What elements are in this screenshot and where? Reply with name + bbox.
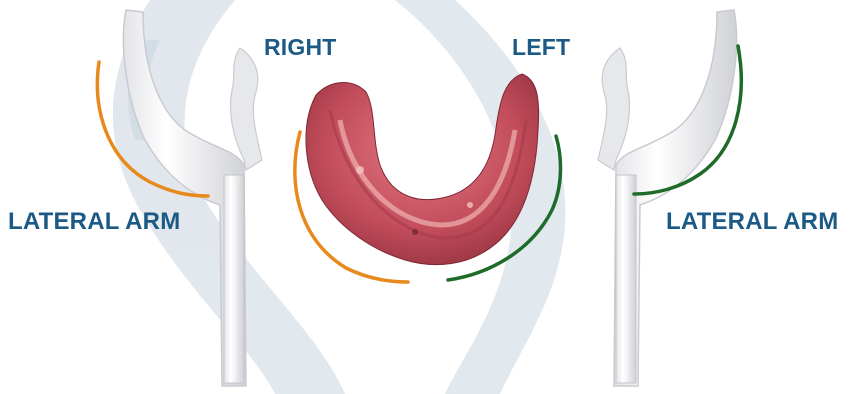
lateral-arm-label-left: LATERAL ARM [8,208,180,236]
right-tray-icon [598,10,737,386]
lateral-arm-label-right: LATERAL ARM [666,208,838,236]
denture-impression-icon [306,74,539,265]
right-label: RIGHT [264,34,337,61]
left-label: LEFT [512,34,570,61]
